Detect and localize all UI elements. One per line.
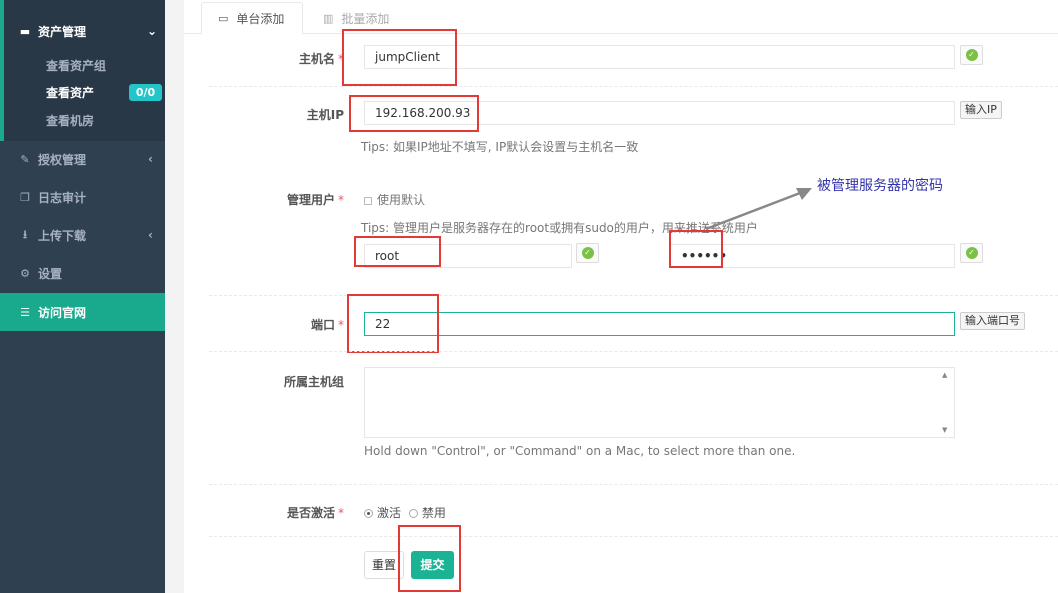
use-default-checkbox[interactable]: 使用默认 <box>364 191 425 208</box>
chevron-left-icon: ‹ <box>148 228 153 242</box>
ip-label: 主机IP <box>306 108 344 122</box>
password-check-button[interactable]: ✓ <box>960 243 983 263</box>
sidebar-item-audit[interactable]: ❐ 日志审计 <box>0 178 165 216</box>
check-icon: ✓ <box>581 247 594 259</box>
laptop-icon: ▭ <box>218 12 229 25</box>
ip-tips: Tips: 如果IP地址不填写, IP默认会设置与主机名一致 <box>361 140 639 154</box>
divider <box>209 536 1058 537</box>
host-group-tips: Hold down "Control", or "Command" on a M… <box>364 444 796 458</box>
tab-label: 单台添加 <box>236 12 285 26</box>
port-input[interactable]: 22 <box>364 312 955 336</box>
check-icon: ✓ <box>965 247 978 259</box>
checkbox-box <box>364 196 372 205</box>
admin-user-label: 管理用户* <box>286 193 344 207</box>
scroll-down-icon[interactable]: ▼ <box>942 426 948 434</box>
admin-username-input[interactable]: root <box>364 244 572 268</box>
database-icon: ☰ <box>20 305 30 319</box>
annotation-box <box>398 525 461 592</box>
sidebar-sub-assets[interactable]: 查看资产 <box>46 86 95 100</box>
divider <box>209 484 1058 485</box>
submit-button[interactable]: 提交 <box>411 551 454 579</box>
annotation-box <box>669 230 723 268</box>
bar-chart-icon: ▥ <box>323 12 334 25</box>
sidebar-asset-section: ▬ 资产管理 ⌄ 查看资产组 查看资产 0/0 查看机房 <box>0 0 165 141</box>
sidebar-item-label: 授权管理 <box>38 152 87 167</box>
sidebar-item-upload-download[interactable]: ⭳ 上传下载 ‹ <box>0 216 165 254</box>
sidebar-item-permission[interactable]: ✎ 授权管理 ‹ <box>0 140 165 178</box>
check-icon: ✓ <box>965 49 978 61</box>
sidebar-item-settings[interactable]: ⚙ 设置 <box>0 254 165 292</box>
edit-icon: ✎ <box>20 152 30 166</box>
tab-label: 批量添加 <box>341 12 390 26</box>
disabled-radio-label: 禁用 <box>421 506 446 520</box>
sidebar-item-label: 访问官网 <box>38 305 87 320</box>
host-group-label: 所属主机组 <box>283 375 344 389</box>
annotation-box <box>342 29 457 86</box>
hostname-check-button[interactable]: ✓ <box>960 45 983 65</box>
host-group-select[interactable]: ▲ ▼ <box>364 367 955 438</box>
active-label: 是否激活* <box>286 506 344 520</box>
main-content: ▭ 单台添加 ▥ 批量添加 主机名* jumpClient ✓ 主机IP 192… <box>184 0 1058 593</box>
hdd-icon: ▬ <box>19 24 31 38</box>
sidebar-item-asset-management[interactable]: ▬ 资产管理 ⌄ <box>4 12 169 50</box>
hostname-input[interactable]: jumpClient <box>364 45 955 69</box>
reset-button[interactable]: 重置 <box>364 551 404 579</box>
annotation-arrow <box>705 188 812 231</box>
username-check-button[interactable]: ✓ <box>576 243 599 263</box>
asset-count-badge: 0/0 <box>129 84 162 101</box>
sidebar: ▬ 资产管理 ⌄ 查看资产组 查看资产 0/0 查看机房 ✎ 授权管理 ‹ ❐ … <box>0 0 165 593</box>
chevron-left-icon: ‹ <box>148 152 153 166</box>
divider <box>209 295 1058 296</box>
sidebar-item-label: 上传下载 <box>38 228 87 243</box>
copy-icon: ❐ <box>20 190 30 204</box>
enter-ip-button[interactable]: 输入IP <box>960 101 1002 119</box>
tab-single-add[interactable]: ▭ 单台添加 <box>201 2 303 35</box>
sidebar-item-label: 资产管理 <box>38 24 87 39</box>
active-radio-group: 激活 禁用 <box>364 504 446 521</box>
sidebar-item-label: 设置 <box>38 266 63 281</box>
tab-batch-add[interactable]: ▥ 批量添加 <box>323 2 389 35</box>
admin-password-input[interactable]: •••••• <box>670 244 955 268</box>
sidebar-item-label: 日志审计 <box>38 190 87 205</box>
active-radio-label: 激活 <box>377 506 402 520</box>
scrollbar[interactable]: ▲ ▼ <box>938 368 954 437</box>
hostname-label: 主机名* <box>298 52 344 66</box>
chevron-down-icon: ⌄ <box>146 24 157 38</box>
port-label: 端口* <box>310 318 344 332</box>
checkbox-label: 使用默认 <box>377 193 426 207</box>
annotation-box <box>347 294 439 353</box>
divider <box>209 351 1058 352</box>
admin-user-tips: Tips: 管理用户是服务器存在的root或拥有sudo的用户，用来推送系统用户 <box>361 221 758 235</box>
password-annotation: 被管理服务器的密码 <box>817 178 943 194</box>
sidebar-item-official-site[interactable]: ☰ 访问官网 <box>0 293 165 331</box>
active-radio[interactable] <box>364 509 373 518</box>
divider <box>209 86 1058 87</box>
annotation-box <box>354 236 441 267</box>
sidebar-sub-asset-group[interactable]: 查看资产组 <box>46 59 107 73</box>
gears-icon: ⚙ <box>20 266 30 280</box>
annotation-box <box>349 95 479 132</box>
tabs-bar: ▭ 单台添加 ▥ 批量添加 <box>184 0 1058 35</box>
scroll-up-icon[interactable]: ▲ <box>942 371 948 379</box>
download-icon: ⭳ <box>23 227 27 241</box>
enter-port-button[interactable]: 输入端口号 <box>960 312 1025 330</box>
sidebar-sub-idc[interactable]: 查看机房 <box>46 114 95 128</box>
disabled-radio[interactable] <box>408 509 418 518</box>
ip-input[interactable]: 192.168.200.93 <box>364 101 955 125</box>
